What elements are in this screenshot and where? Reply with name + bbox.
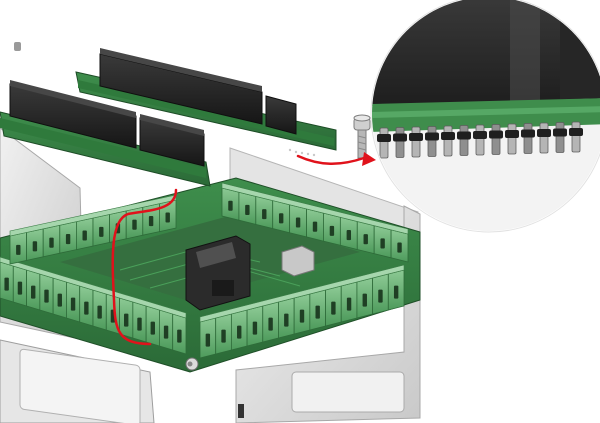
terminal-row-front-left	[0, 256, 187, 355]
terminal-slot	[346, 230, 352, 241]
terminal-slot	[252, 321, 258, 335]
terminal-slot	[97, 305, 102, 319]
terminal-slot	[44, 289, 49, 303]
terminal-slot	[221, 329, 226, 343]
terminal-slot	[17, 281, 23, 295]
terminal-row-back-right	[221, 182, 409, 263]
terminal-slot	[57, 293, 62, 307]
daughter-board-back	[75, 48, 337, 157]
header-pin	[427, 126, 437, 157]
terminal-slot	[124, 313, 129, 327]
enclosure-right-slot	[291, 371, 405, 413]
terminal-slot	[329, 225, 335, 236]
pcb-component	[281, 245, 315, 277]
terminal-slot	[393, 285, 399, 299]
header-pin	[395, 127, 405, 158]
terminal-slot	[228, 200, 233, 211]
header-pin	[411, 126, 421, 158]
terminal-slot	[237, 325, 242, 339]
terminal-slot	[331, 301, 336, 315]
terminal-slot	[278, 213, 284, 224]
terminal-slot	[137, 317, 142, 331]
annotation-arrow-icon	[111, 154, 366, 346]
terminal-slot	[65, 234, 71, 245]
enclosure-small-port	[238, 404, 244, 418]
header-pin	[571, 121, 581, 153]
terminal-slot	[245, 204, 250, 215]
terminal-row-back-left	[9, 194, 177, 265]
terminal-slot	[315, 305, 320, 319]
header-pin	[539, 122, 549, 154]
center-connector	[185, 235, 251, 311]
terminal-blocks	[0, 182, 409, 359]
terminal-slot	[148, 216, 154, 227]
terminal-slot	[262, 209, 267, 220]
header-connector	[99, 53, 263, 125]
terminal-slot	[380, 238, 385, 249]
enclosure-slot	[19, 348, 141, 423]
terminal-slot	[362, 293, 367, 307]
header-pin	[443, 125, 453, 157]
enclosure-right-wall	[235, 205, 421, 423]
annotation-arrowhead	[362, 152, 376, 166]
terminal-slot	[49, 237, 54, 248]
terminal-slot	[84, 301, 89, 315]
daughter-board-front	[0, 80, 211, 187]
terminal-slot	[163, 325, 169, 339]
terminal-slot	[32, 241, 38, 252]
terminal-slot	[165, 212, 170, 223]
header-pin	[379, 127, 389, 159]
terminal-slot	[150, 321, 155, 335]
header-pin	[475, 124, 485, 156]
terminal-slot	[4, 277, 9, 291]
terminal-row-front-right	[199, 264, 405, 359]
debris-mark	[14, 42, 21, 51]
terminal-slot	[346, 297, 352, 311]
header-pin	[555, 122, 565, 153]
terminal-slot	[132, 219, 137, 230]
header-pin	[523, 123, 533, 154]
zoom-callout-icon	[370, 0, 600, 233]
pin-row	[288, 148, 316, 157]
pcb-standoff	[187, 361, 193, 367]
mounting-screw-icon	[353, 114, 371, 159]
header-connector	[265, 95, 297, 135]
terminal-slot	[177, 329, 182, 343]
zoom-pin-row	[377, 121, 583, 159]
terminal-slot	[284, 313, 289, 327]
terminal-slot	[16, 244, 21, 255]
terminal-slot	[82, 230, 87, 241]
terminal-slot	[70, 297, 76, 311]
terminal-slot	[295, 217, 301, 228]
terminal-slot	[378, 289, 383, 303]
terminal-slot	[205, 333, 211, 347]
terminal-slot	[363, 234, 368, 245]
header-pin	[507, 123, 517, 155]
terminal-slot	[31, 285, 36, 299]
terminal-slot	[397, 242, 402, 253]
terminal-slot	[99, 226, 104, 237]
terminal-slot	[268, 317, 273, 331]
header-pin	[459, 125, 469, 156]
terminal-slot	[299, 309, 305, 323]
header-pin	[491, 124, 501, 155]
terminal-slot	[312, 221, 318, 232]
